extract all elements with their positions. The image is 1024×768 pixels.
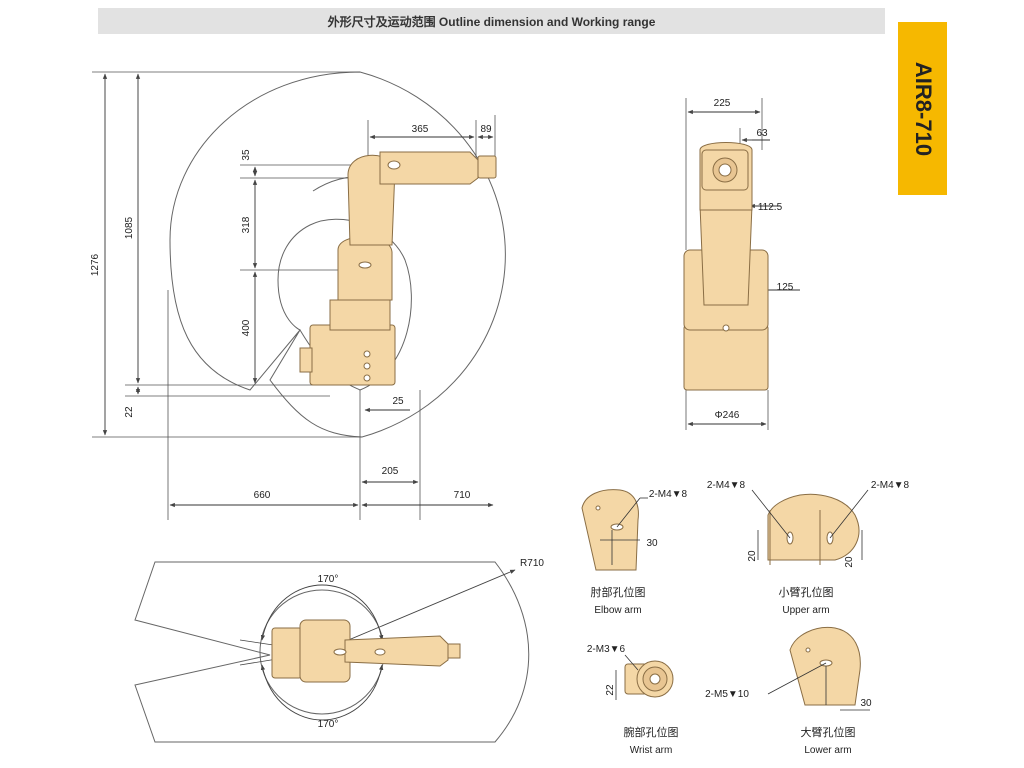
front-view: 225 63 112.5 125 Φ246 bbox=[683, 98, 800, 430]
upper-hole-right: 2-M4▼8 bbox=[871, 480, 910, 491]
robot-front bbox=[683, 142, 769, 391]
dim-170-bottom: 170° bbox=[318, 719, 339, 730]
dim-89: 89 bbox=[480, 124, 492, 135]
wrist-dim: 22 bbox=[605, 684, 616, 696]
dim-125: 125 bbox=[777, 282, 794, 293]
elbow-detail: 2-M4▼8 30 肘部孔位图 Elbow arm bbox=[581, 489, 688, 616]
upper-caption-cn: 小臂孔位图 bbox=[779, 585, 834, 599]
top-working-envelope bbox=[134, 561, 530, 743]
robot-side bbox=[299, 151, 497, 386]
robot-top bbox=[271, 619, 461, 683]
lower-detail: 2-M5▼10 30 大臂孔位图 Lower arm bbox=[705, 626, 872, 756]
dim-25: 25 bbox=[392, 396, 404, 407]
model-tab: AIR8-710 bbox=[898, 22, 947, 195]
elbow-caption-en: Elbow arm bbox=[594, 605, 641, 616]
lower-dim: 30 bbox=[860, 698, 872, 709]
side-view: 1276 1085 22 35 318 400 365 89 25 205 66… bbox=[90, 71, 506, 520]
lower-caption-cn: 大臂孔位图 bbox=[801, 725, 856, 739]
dim-112-5: 112.5 bbox=[758, 202, 783, 213]
dim-phi246: Φ246 bbox=[715, 410, 740, 421]
elbow-hole-label: 2-M4▼8 bbox=[649, 489, 688, 500]
wrist-caption-cn: 腕部孔位图 bbox=[624, 725, 679, 739]
dim-r710: R710 bbox=[520, 558, 544, 569]
dim-22: 22 bbox=[124, 406, 135, 418]
dim-170-top: 170° bbox=[318, 574, 339, 585]
elbow-caption-cn: 肘部孔位图 bbox=[591, 585, 646, 599]
side-working-envelope bbox=[169, 71, 506, 438]
wrist-hole-label: 2-M3▼6 bbox=[587, 644, 626, 655]
dim-35: 35 bbox=[241, 149, 252, 161]
upper-detail: 2-M4▼8 2-M4▼8 20 20 小臂孔位图 Upper arm bbox=[707, 480, 910, 616]
dim-1276: 1276 bbox=[90, 253, 101, 276]
header-bar: 外形尺寸及运动范围 Outline dimension and Working … bbox=[98, 8, 885, 34]
dim-710: 710 bbox=[454, 490, 471, 501]
dim-400: 400 bbox=[241, 319, 252, 336]
wrist-detail: 2-M3▼6 22 腕部孔位图 Wrist arm bbox=[587, 644, 679, 756]
dim-660: 660 bbox=[254, 490, 271, 501]
dim-365: 365 bbox=[412, 124, 429, 135]
upper-caption-en: Upper arm bbox=[782, 605, 829, 616]
dim-63: 63 bbox=[756, 128, 768, 139]
upper-dim-left: 20 bbox=[747, 550, 758, 562]
upper-hole-left: 2-M4▼8 bbox=[707, 480, 746, 491]
lower-hole-label: 2-M5▼10 bbox=[705, 689, 749, 700]
dim-1085: 1085 bbox=[124, 216, 135, 239]
upper-dim-right: 20 bbox=[844, 556, 855, 568]
lower-caption-en: Lower arm bbox=[804, 745, 851, 756]
page-title: 外形尺寸及运动范围 Outline dimension and Working … bbox=[327, 15, 656, 29]
dim-318: 318 bbox=[241, 216, 252, 233]
elbow-dim: 30 bbox=[646, 538, 658, 549]
top-view: R710 170° 170° bbox=[134, 558, 544, 743]
wrist-caption-en: Wrist arm bbox=[630, 745, 673, 756]
dim-205: 205 bbox=[382, 466, 399, 477]
dim-225: 225 bbox=[714, 98, 731, 109]
